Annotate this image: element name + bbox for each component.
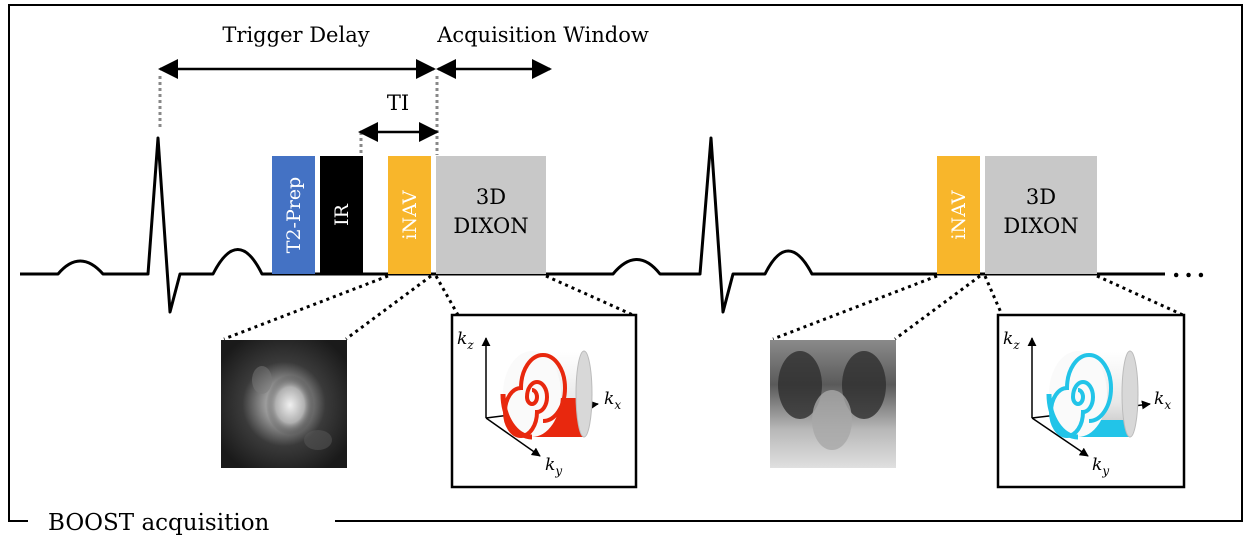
ellipsis-text: ... [1172,254,1209,283]
inav-image-2 [770,340,896,468]
zoom-connectors [223,274,1184,341]
dixon-label-1a: 3D [476,185,506,209]
ir-label: IR [331,203,353,226]
kz-label-2: kz [1003,329,1020,352]
acquisition-window-label: Acquisition Window [436,23,649,47]
ir-block [320,156,363,274]
ti-label: TI [387,91,409,115]
inav-label-2: iNAV [948,190,970,239]
trigger-delay-label: Trigger Delay [222,23,369,47]
inav-block-1 [388,156,431,274]
ky-label-1: ky [545,455,562,478]
ecg-waveform [20,136,1165,314]
t2prep-label: T2-Prep [283,177,305,253]
dixon-label-1b: DIXON [453,214,528,238]
inav-label-1: iNAV [399,190,421,239]
frame-title: BOOST acquisition [48,510,270,536]
dixon-label-2b: DIXON [1003,214,1078,238]
inav-block-2 [937,156,980,274]
kx-label-2: kx [1154,389,1171,412]
inav-image-1 [221,340,347,468]
ky-label-2: ky [1092,455,1109,478]
kspace-panel-1: kz kx ky [450,313,638,489]
kz-label-1: kz [457,329,474,352]
dixon-block-1 [436,156,546,274]
outer-frame [8,4,1243,522]
dixon-label-2a: 3D [1026,185,1056,209]
t2prep-block [272,156,315,274]
dixon-block-2 [985,156,1097,274]
kx-label-1: kx [604,389,621,412]
kspace-panel-2: kz kx ky [996,313,1186,489]
